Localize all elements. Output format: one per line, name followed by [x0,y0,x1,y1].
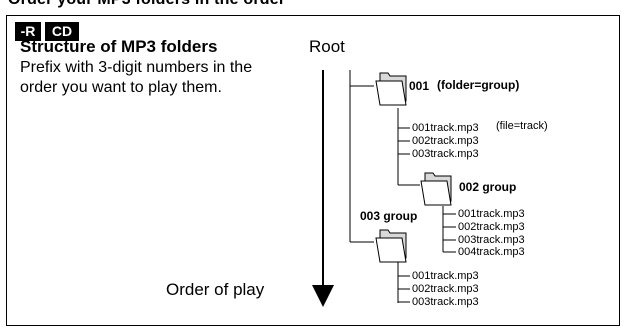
section-heading: Structure of MP3 folders [20,37,218,56]
top-cropped-caption: Order your MP3 folders in the order [0,0,626,12]
mp3-structure-panel: -R CD [6,15,620,326]
file-label: 004track.mp3 [458,246,525,258]
dvd-r-badge: -R [15,22,41,41]
folder-icon [375,72,407,106]
file-label: 001track.mp3 [412,270,479,282]
folder-001-label: 001 [409,79,430,93]
order-of-play-arrow [312,70,334,307]
folder-003-label: 003 group [360,209,418,223]
folder-002-label: 002 group [459,180,517,194]
file-track-note: (file=track) [496,120,548,132]
tree-connectors [349,70,456,303]
file-label: 002track.mp3 [412,135,479,147]
folder-icon [420,172,452,206]
section-description: Prefix with 3-digit numbers in the order… [20,59,253,96]
file-label: 003track.mp3 [412,296,479,308]
folder-icon [375,229,407,263]
file-label: 002track.mp3 [458,221,525,233]
file-label: 001track.mp3 [458,208,525,220]
order-of-play-label: Order of play [166,280,265,299]
cd-badge: CD [45,22,79,41]
file-label: 003track.mp3 [458,234,525,246]
file-label: 003track.mp3 [412,148,479,160]
file-label: 001track.mp3 [412,122,479,134]
file-label: 002track.mp3 [412,283,479,295]
folder-group-note: (folder=group) [437,78,520,92]
cropped-caption-text: Order your MP3 folders in the order [8,0,285,9]
root-label: Root [309,37,345,56]
